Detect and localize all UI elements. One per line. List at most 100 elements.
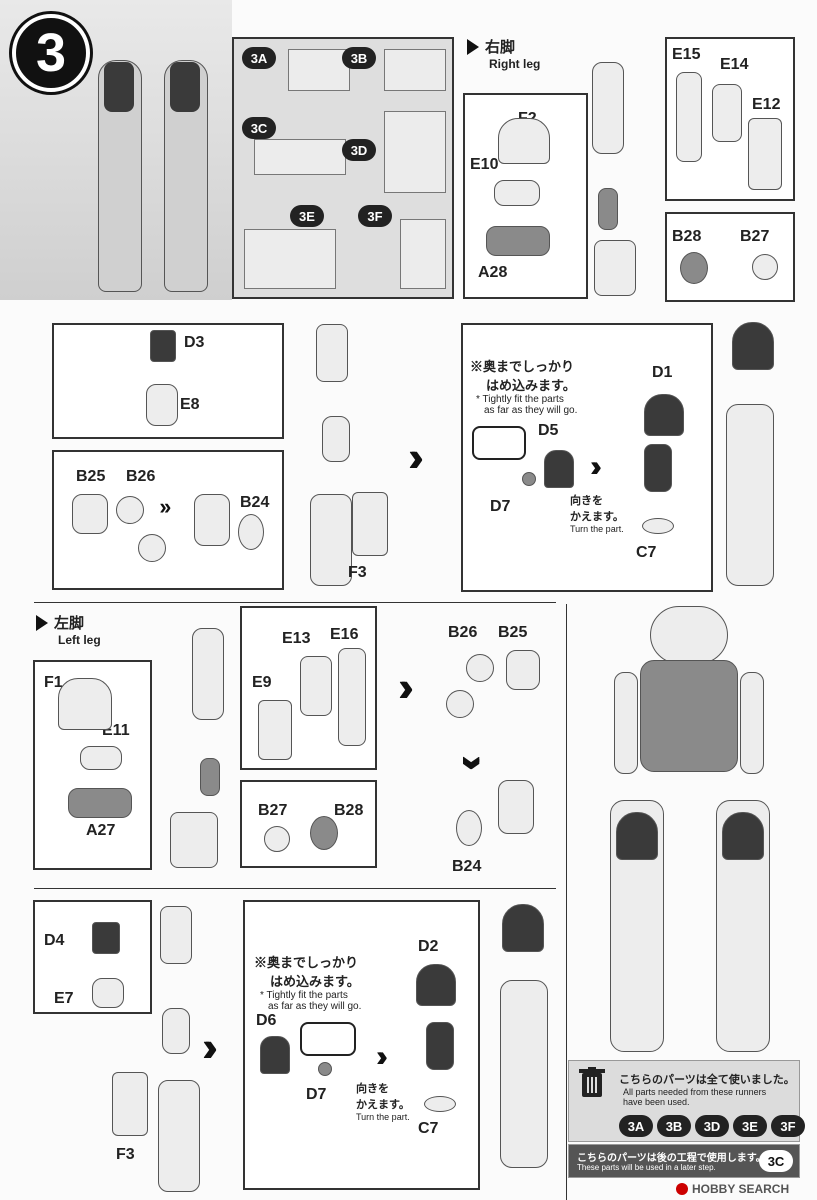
turn-mid-jp-1: 向きを <box>570 495 603 507</box>
used-parts-en-2: have been used. <box>623 1097 690 1107</box>
label-b27-right: B27 <box>740 228 770 245</box>
turn-mid-jp-2: かえます。 <box>570 511 624 523</box>
used-tag-3d: 3D <box>695 1115 729 1137</box>
shoe-part-f2 <box>498 118 550 164</box>
right-leg-foot <box>594 240 636 296</box>
knee-bottom <box>162 1008 190 1054</box>
runner-label-3f: 3F <box>358 205 392 227</box>
armor-part-e9 <box>258 700 292 760</box>
note-bottom-jp-2: はめ込みます。 <box>270 974 360 989</box>
joint-part-b28 <box>680 252 708 284</box>
part-knee-assembled-mid <box>194 494 230 546</box>
turn-bottom-jp-1: 向きを <box>356 1083 389 1095</box>
note-mid-en-2: as far as they will go. <box>484 405 578 416</box>
turn-note-bottom: 向きを かえます。 Turn the part. <box>258 1080 410 1122</box>
label-f3-bottom: F3 <box>116 1146 135 1163</box>
label-c7-bottom: C7 <box>418 1120 439 1137</box>
label-d1: D1 <box>652 364 673 381</box>
part-d4 <box>92 922 120 954</box>
armor-part-e12 <box>748 118 782 190</box>
step-arrow-middle: ›› <box>408 433 424 480</box>
left-leg-title: 左脚 Left leg <box>36 612 101 647</box>
hobby-search-watermark: HOBBY SEARCH <box>676 1182 789 1196</box>
watermark-logo-icon <box>676 1183 688 1195</box>
label-f1: F1 <box>44 674 63 691</box>
section-divider-2 <box>34 888 556 889</box>
label-e16: E16 <box>330 626 359 643</box>
used-parts-box: こちらのパーツは全て使いました。 All parts needed from t… <box>568 1060 805 1142</box>
note-mid-en-1: * Tightly fit the parts <box>476 394 564 405</box>
right-leg-title-jp: 右脚 <box>485 39 516 56</box>
note-bottom: ※奥までしっかり はめ込みます。 * Tightly fit the parts… <box>254 952 394 1012</box>
joint-part-b28-left <box>310 816 338 850</box>
detail-bubble-mid <box>472 426 526 460</box>
part-d6 <box>260 1036 290 1074</box>
leg-thigh-left <box>104 62 134 112</box>
left-leg-joint-panel <box>240 780 377 868</box>
label-d4: D4 <box>44 932 65 949</box>
part-f3-bottom <box>112 1072 148 1136</box>
later-parts-en: These parts will be used in a later step… <box>577 1163 716 1172</box>
right-leg-ankle <box>598 188 618 230</box>
label-b26-mid: B26 <box>126 468 156 485</box>
full-figure-knee-right <box>722 812 764 860</box>
label-d2: D2 <box>418 938 439 955</box>
armor-part-e13 <box>300 656 332 716</box>
full-figure-torso <box>640 660 738 772</box>
label-d3: D3 <box>184 334 205 351</box>
right-knee-cap <box>732 322 774 370</box>
part-b26-mid <box>116 496 144 524</box>
label-d7-bottom: D7 <box>306 1086 327 1103</box>
knee-mid <box>322 416 350 462</box>
label-b25-mid: B25 <box>76 468 106 485</box>
part-d2 <box>416 964 456 1006</box>
runner-3b <box>384 49 446 91</box>
left-leg-complete <box>500 980 548 1168</box>
shoe-part-e11 <box>80 746 122 770</box>
runner-panel: 3A 3B 3C 3D 3E 3F <box>232 37 454 299</box>
runner-3a <box>288 49 350 91</box>
runner-3c <box>254 139 346 175</box>
label-b26-left: B26 <box>448 624 478 641</box>
joint-part-b27 <box>752 254 778 280</box>
used-parts-jp: こちらのパーツは全て使いました。 <box>619 1074 795 1086</box>
section-divider-vertical <box>566 604 567 1200</box>
left-knee-cap <box>502 904 544 952</box>
part-d3 <box>150 330 176 362</box>
shoe-part-a27 <box>68 788 132 818</box>
turn-mid-en: Turn the part. <box>570 524 624 534</box>
part-d7-bottom <box>318 1062 332 1076</box>
part-c7-mid <box>642 518 674 534</box>
runner-3d <box>384 111 446 193</box>
label-e8: E8 <box>180 396 200 413</box>
label-a28: A28 <box>478 264 508 281</box>
armor-part-e14 <box>712 84 742 142</box>
right-leg-title-en: Right leg <box>489 57 541 71</box>
shoe-part-e10 <box>494 180 540 206</box>
leg-thigh-right <box>170 62 200 112</box>
left-leg-title-en: Left leg <box>58 633 101 647</box>
used-tag-3a: 3A <box>619 1115 653 1137</box>
note-bottom-en-1: * Tightly fit the parts <box>260 990 348 1001</box>
right-leg-shin <box>592 62 624 154</box>
joint-part-b27-left <box>264 826 290 852</box>
part-b25-left <box>506 650 540 690</box>
note-mid-jp-1: ※奥までしっかり <box>470 359 575 374</box>
thigh-upper-mid <box>316 324 348 382</box>
runner-label-3a: 3A <box>242 47 276 69</box>
later-tag-3c: 3C <box>759 1150 793 1172</box>
used-tag-3f: 3F <box>771 1115 805 1137</box>
label-e13: E13 <box>282 630 311 647</box>
label-e12: E12 <box>752 96 781 113</box>
later-parts-box: こちらのパーツは後の工程で使用します。 These parts will be … <box>568 1144 800 1178</box>
full-figure-head <box>650 606 728 664</box>
label-e14: E14 <box>720 56 749 73</box>
turn-bottom-en: Turn the part. <box>356 1112 410 1122</box>
part-e7 <box>92 978 124 1008</box>
label-c7-mid: C7 <box>636 544 657 561</box>
thigh-upper-bottom <box>160 906 192 964</box>
part-b24-left <box>456 810 482 846</box>
trash-icon <box>579 1067 605 1097</box>
label-b24-left: B24 <box>452 858 482 875</box>
label-d7-mid: D7 <box>490 498 511 515</box>
